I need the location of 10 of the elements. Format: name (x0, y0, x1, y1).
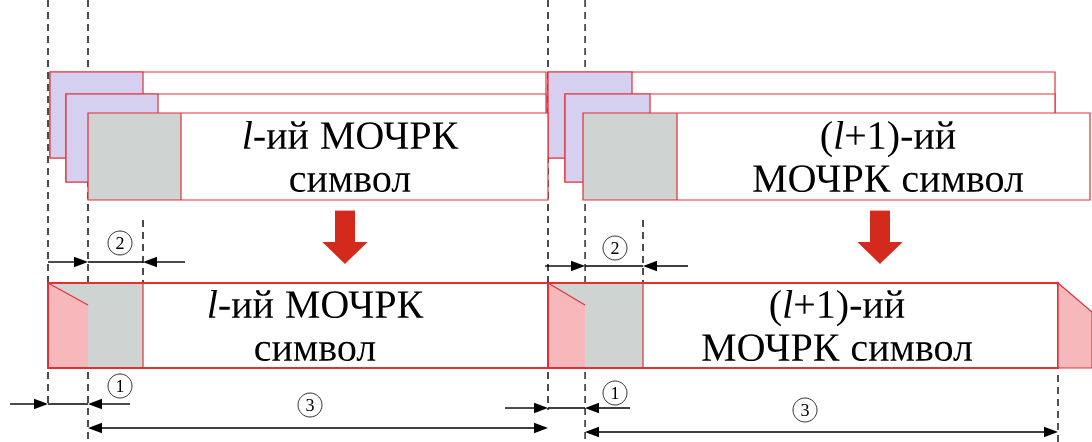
callout-number: 1 (602, 380, 628, 406)
symbol-box: (l+1)-ий МОЧРК символ (547, 282, 1059, 369)
callout-number: 2 (602, 235, 628, 261)
callout-number: 3 (792, 397, 818, 423)
symbol-box: (l+1)-ий МОЧРК символ (582, 112, 1091, 201)
symbol-box: l-ий МОЧРК символ (47, 282, 549, 369)
callout-number: 2 (107, 230, 133, 256)
symbol-box: l-ий МОЧРК символ (87, 112, 549, 201)
callout-number: 3 (297, 392, 323, 418)
callout-number: 1 (107, 373, 133, 399)
